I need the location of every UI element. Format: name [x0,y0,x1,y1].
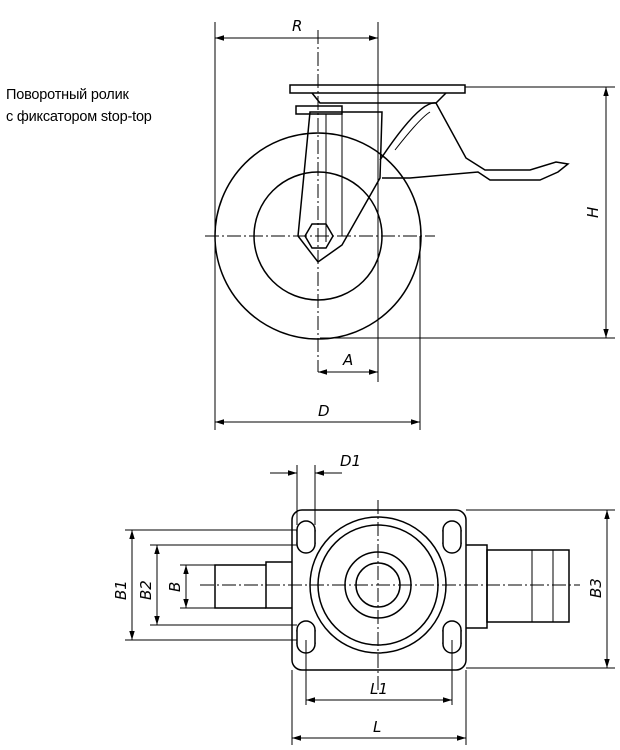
lever-pedal [486,549,570,623]
fork [297,111,383,264]
top-view: D1 B1 B2 B B3 L1 L [112,452,615,745]
drawing-caption: Поворотный ролик с фиксатором stop-top [6,84,152,128]
label-b: B [166,582,184,592]
label-h: H [584,207,602,218]
label-b2: B2 [137,580,155,600]
label-a: A [342,351,353,369]
label-b3: B3 [587,578,605,598]
label-r: R [292,17,302,35]
brake-lever [379,102,570,181]
fork-top [295,105,343,115]
label-d1: D1 [340,452,361,470]
label-l1: L1 [370,680,388,698]
label-l: L [373,718,381,736]
lever-base [466,544,488,629]
swivel-head [311,92,447,104]
caption-line-2: с фиксатором stop-top [6,109,152,125]
bolt-holes [296,520,462,654]
label-d: D [318,402,330,420]
caption-line-1: Поворотный ролик [6,87,129,103]
top-plate [291,509,467,671]
side-view: R H A D [205,17,615,430]
label-b1: B1 [112,580,130,600]
wheel-stub [214,564,266,609]
